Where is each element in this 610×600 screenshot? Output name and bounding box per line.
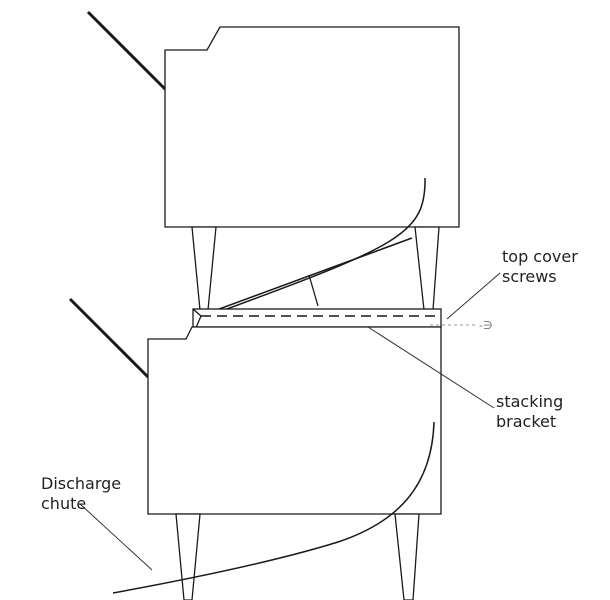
upper-unit-leg-left [191, 226, 217, 311]
upper-unit-discharge-chute [207, 177, 426, 317]
stacking-bracket-line-1: stacking [496, 392, 564, 411]
upper-unit-chute-line [210, 237, 413, 313]
lower-unit-leg-left [175, 513, 201, 600]
lower-unit-handle [68, 297, 150, 379]
stacking-bracket-leader [367, 326, 495, 409]
upper-unit-chute-support [308, 274, 319, 307]
stacking-bracket-outline [192, 308, 442, 328]
stacking-bracket-label: stacking bracket [496, 392, 563, 432]
lower-unit-cabinet [147, 326, 442, 515]
lower-unit-leg-right [394, 513, 420, 600]
top-cover-screws-label: top cover screws [502, 247, 578, 287]
top-cover-screws-line-1: top cover [502, 247, 578, 266]
top-cover-screws-line-2: screws [502, 267, 557, 286]
upper-unit-handle [86, 10, 168, 92]
stacking-bracket-line-2: bracket [496, 412, 557, 431]
lower-unit [68, 297, 442, 600]
top-cover-screws-leader [446, 272, 501, 320]
leader-lines [79, 272, 501, 571]
upper-unit-cabinet [164, 26, 460, 228]
upper-unit-leg-right [414, 226, 440, 311]
upper-unit [86, 10, 460, 317]
discharge-chute-line-2: chute [41, 494, 87, 513]
discharge-chute-line-1: Discharge [41, 474, 122, 493]
discharge-chute-label: Discharge chute [41, 474, 121, 514]
stacking-bracket [191, 308, 478, 338]
screw-symbol: -∋ [479, 319, 493, 332]
stacking-bracket-cap-left [192, 308, 202, 317]
lower-unit-discharge-chute [112, 421, 435, 594]
discharge-chute-leader [79, 503, 153, 571]
